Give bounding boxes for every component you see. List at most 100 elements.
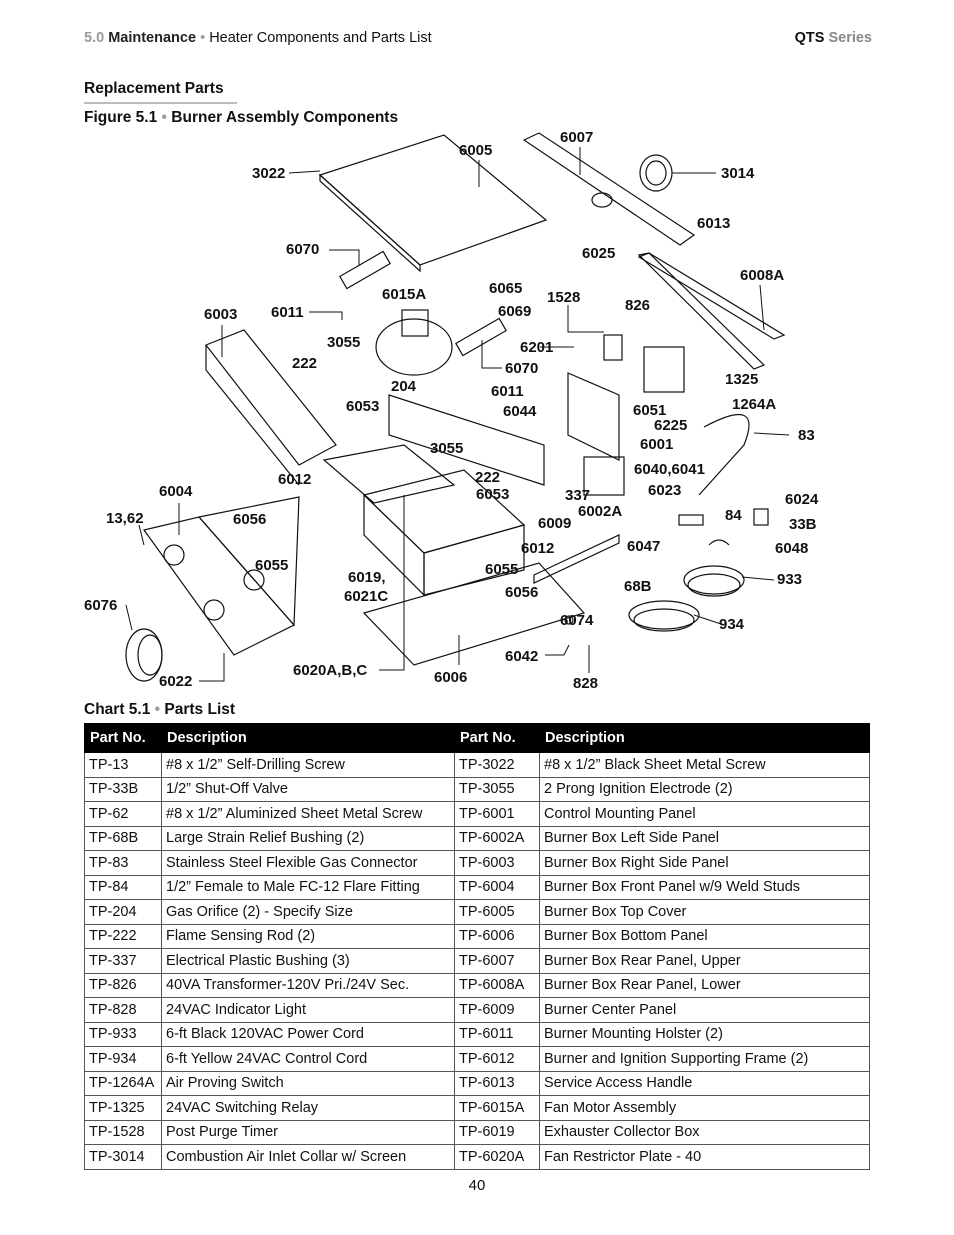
part-number-cell: TP-222: [84, 923, 162, 949]
callout-1528: 1528: [547, 289, 580, 306]
section-number: 5.0: [84, 30, 105, 46]
description-cell: 1/2” Shut-Off Valve: [161, 776, 455, 802]
callout-6011: 6011: [271, 304, 304, 321]
description-cell: 40VA Transformer-120V Pri./24V Sec.: [161, 972, 455, 998]
column-header-description-2: Description: [539, 723, 870, 753]
callout-6048: 6048: [775, 540, 808, 557]
figure-title: Figure 5.1 • Burner Assembly Components: [84, 109, 398, 127]
chart-title: Chart 5.1 • Parts List: [84, 701, 235, 719]
leader-line-1528: [567, 305, 604, 333]
callout-6021c: 6021C: [344, 588, 388, 605]
callout-6009: 6009: [538, 515, 571, 532]
column-header-part-no-2: Part No.: [454, 723, 540, 753]
part-number-cell: TP-1325: [84, 1095, 162, 1121]
right-side-panel-part: [205, 329, 337, 466]
callout-6055-b: 6055: [485, 561, 518, 578]
description-cell-2: Burner Box Front Panel w/9 Weld Studs: [539, 874, 870, 900]
description-cell-2: Fan Restrictor Plate - 40: [539, 1144, 870, 1170]
part-number-cell-2: TP-3022: [454, 752, 540, 778]
control-cord-part: [628, 600, 700, 630]
callout-6056: 6056: [233, 511, 266, 528]
part-number-cell-2: TP-6007: [454, 948, 540, 974]
header-series: QTS Series: [795, 30, 872, 46]
callout-13-62: 13,62: [106, 510, 144, 527]
leader-line-933: [741, 576, 775, 581]
callout-6023: 6023: [648, 482, 681, 499]
table-row: TP-62#8 x 1/2” Aluminized Sheet Metal Sc…: [84, 801, 870, 827]
description-cell: 24VAC Indicator Light: [161, 997, 455, 1023]
callout-6074: 6074: [560, 612, 594, 629]
page-header: 5.0 Maintenance • Heater Components and …: [84, 30, 872, 50]
callout-6006: 6006: [434, 669, 467, 686]
callout-6015a: 6015A: [382, 286, 426, 303]
description-cell: Flame Sensing Rod (2): [161, 923, 455, 949]
purge-timer-part: [603, 334, 623, 361]
callout-6008a: 6008A: [740, 267, 784, 284]
description-cell-2: Service Access Handle: [539, 1070, 870, 1096]
part-number-cell-2: TP-6011: [454, 1021, 540, 1047]
burner-assembly-diagram: 3022 6005 6007 3014 6013 6008A 6070 6025…: [84, 129, 819, 692]
callout-6225: 6225: [654, 417, 687, 434]
column-header-part-no: Part No.: [84, 723, 162, 753]
leader-line-6008a: [759, 284, 765, 331]
description-cell: 6-ft Yellow 24VAC Control Cord: [161, 1046, 455, 1072]
description-cell-2: Burner Box Rear Panel, Upper: [539, 948, 870, 974]
inlet-collar-part: [639, 154, 673, 192]
leader-line-83: [753, 432, 790, 436]
callout-933: 933: [777, 571, 802, 588]
callout-1325: 1325: [725, 371, 758, 388]
rear-lower-panel-face: [637, 252, 786, 340]
callout-6069: 6069: [498, 303, 531, 320]
callout-6024: 6024: [785, 491, 819, 508]
figure-separator: •: [161, 109, 167, 126]
callout-6013: 6013: [697, 215, 730, 232]
callout-6003: 6003: [204, 306, 237, 323]
callout-6007: 6007: [560, 129, 593, 146]
callout-6011-b: 6011: [491, 383, 524, 400]
front-panel-hole-3: [243, 569, 265, 591]
callout-6012: 6012: [278, 471, 311, 488]
callout-222: 222: [292, 355, 317, 372]
description-cell: Combustion Air Inlet Collar w/ Screen: [161, 1144, 455, 1170]
callout-6001: 6001: [640, 436, 673, 453]
section-name: Maintenance: [108, 30, 197, 46]
callout-828: 828: [573, 675, 598, 692]
description-cell: #8 x 1/2” Aluminized Sheet Metal Screw: [161, 801, 455, 827]
header-breadcrumb: 5.0 Maintenance • Heater Components and …: [84, 30, 432, 46]
control-panel-part: [567, 372, 620, 461]
part-number-cell-2: TP-6006: [454, 923, 540, 949]
part-number-cell-2: TP-6003: [454, 850, 540, 876]
front-panel-part: [142, 516, 295, 656]
part-number-cell-2: TP-6002A: [454, 825, 540, 851]
leader-line-13-62: [138, 524, 145, 546]
part-number-cell: TP-933: [84, 1021, 162, 1047]
description-cell-2: 2 Prong Ignition Electrode (2): [539, 776, 870, 802]
table-header-row: Part No. Description Part No. Descriptio…: [84, 723, 870, 753]
callout-6055: 6055: [255, 557, 288, 574]
callout-6044: 6044: [503, 403, 537, 420]
part-number-cell: TP-204: [84, 899, 162, 925]
fan-motor-housing: [401, 309, 429, 337]
callout-3022: 3022: [252, 165, 285, 182]
column-header-description: Description: [161, 723, 455, 753]
rear-upper-panel-part: [522, 132, 696, 246]
part-number-cell: TP-84: [84, 874, 162, 900]
leader-lines: [125, 147, 790, 682]
part-number-cell: TP-3014: [84, 1144, 162, 1170]
description-cell-2: Burner and Ignition Supporting Frame (2): [539, 1046, 870, 1072]
callout-6201: 6201: [520, 339, 553, 356]
front-panel-hole-2: [203, 599, 225, 621]
part-number-cell: TP-13: [84, 752, 162, 778]
burner-tube-part: [339, 250, 391, 290]
callout-6070-b: 6070: [505, 360, 538, 377]
